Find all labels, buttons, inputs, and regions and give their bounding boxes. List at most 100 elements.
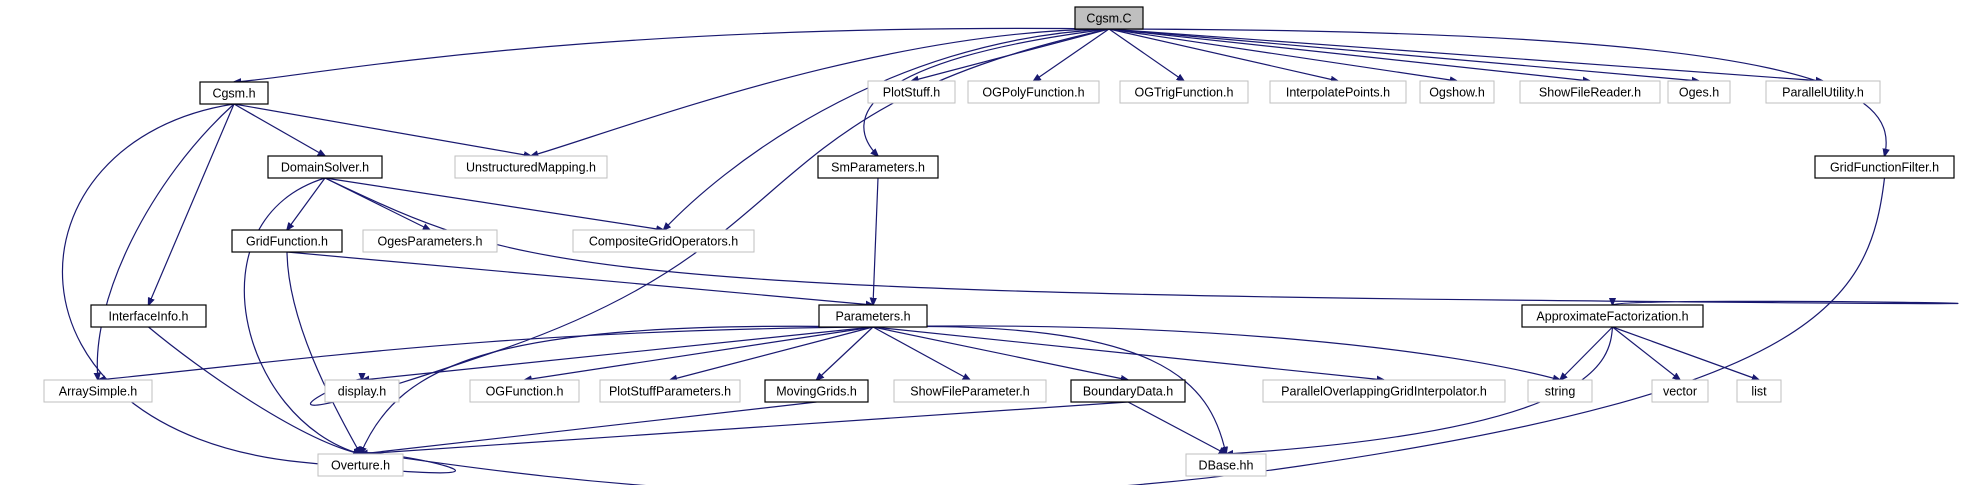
node-box-vector xyxy=(1651,379,1709,403)
edge-parameters-to-overture xyxy=(361,325,874,454)
edge-cgsm_h-to-overture xyxy=(61,103,456,474)
node-label-cgops: CompositeGridOperators.h xyxy=(589,235,738,249)
node-label-gridfunction: GridFunction.h xyxy=(246,235,328,249)
node-box-ogpoly xyxy=(967,80,1100,104)
edge-parameters-to-arraysimple xyxy=(98,326,874,380)
node-label-display: display.h xyxy=(338,385,386,399)
edge-interfaceinfo-to-overture xyxy=(148,326,361,454)
node-box-dbase xyxy=(1185,453,1267,477)
node-label-string: string xyxy=(1545,385,1576,399)
node-approxfact[interactable]: ApproximateFactorization.h xyxy=(1521,304,1704,328)
node-label-ogpoly: OGPolyFunction.h xyxy=(982,86,1084,100)
node-parutil: ParallelUtility.h xyxy=(1765,80,1881,104)
node-label-domainsolver: DomainSolver.h xyxy=(281,161,369,175)
node-label-oges: Oges.h xyxy=(1679,86,1719,100)
edge-cgsm_h-to-interfaceinfo xyxy=(149,103,235,305)
node-label-showfileparam: ShowFileParameter.h xyxy=(910,385,1030,399)
node-box-showfilereader xyxy=(1519,80,1661,104)
edge-parameters-to-dbase xyxy=(872,325,1226,454)
node-box-ogtrig xyxy=(1119,80,1249,104)
node-label-smparams: SmParameters.h xyxy=(831,161,925,175)
node-box-gffilter xyxy=(1814,155,1955,179)
edge-parameters-to-plotstuffparams xyxy=(670,326,874,380)
node-movinggrids[interactable]: MovingGrids.h xyxy=(764,379,869,403)
edge-cgsm_c-to-interp xyxy=(1108,28,1338,81)
edge-domainsolver-to-gridfunction xyxy=(287,177,326,230)
node-label-dbase: DBase.hh xyxy=(1199,459,1254,473)
node-box-gridfunction xyxy=(231,229,343,253)
node-label-parovi: ParallelOverlappingGridInterpolator.h xyxy=(1281,385,1487,399)
node-box-arraysimple xyxy=(43,379,153,403)
node-label-ogesparams: OgesParameters.h xyxy=(378,235,483,249)
node-parameters[interactable]: Parameters.h xyxy=(818,304,928,328)
edge-cgsm_c-to-gffilter xyxy=(1108,28,1886,156)
node-box-cgops xyxy=(572,229,755,253)
edge-parameters-to-parovi xyxy=(872,326,1384,380)
node-layer: Cgsm.CCgsm.hUnstructuredMapping.hPlotStu… xyxy=(43,6,1955,477)
edge-cgsm_h-to-domainsolver xyxy=(233,103,325,156)
node-smparams[interactable]: SmParameters.h xyxy=(817,155,939,179)
node-label-interp: InterpolatePoints.h xyxy=(1286,86,1390,100)
node-box-plotstuff xyxy=(867,80,956,104)
node-box-plotstuffparams xyxy=(599,379,741,403)
node-showfilereader: ShowFileReader.h xyxy=(1519,80,1661,104)
node-label-plotstuff: PlotStuff.h xyxy=(883,86,940,100)
node-plotstuffparams: PlotStuffParameters.h xyxy=(599,379,741,403)
edge-boundarydata-to-overture xyxy=(361,401,1129,454)
node-box-showfileparam xyxy=(893,379,1047,403)
edge-gridfunction-to-parameters xyxy=(286,251,873,305)
node-dbase: DBase.hh xyxy=(1185,453,1267,477)
edge-layer xyxy=(61,27,1959,485)
edge-cgsm_c-to-ogshow xyxy=(1108,28,1457,81)
node-ogfunction: OGFunction.h xyxy=(469,379,580,403)
node-gffilter[interactable]: GridFunctionFilter.h xyxy=(1814,155,1955,179)
node-display: display.h xyxy=(324,379,400,403)
node-parovi: ParallelOverlappingGridInterpolator.h xyxy=(1262,379,1506,403)
node-label-ogfunction: OGFunction.h xyxy=(486,385,564,399)
node-box-interfaceinfo xyxy=(90,304,207,328)
node-interfaceinfo[interactable]: InterfaceInfo.h xyxy=(90,304,207,328)
edge-parameters-to-boundarydata xyxy=(872,326,1128,380)
node-unstructured: UnstructuredMapping.h xyxy=(454,155,608,179)
edge-domainsolver-to-approxfact xyxy=(324,177,1959,305)
edge-cgsm_c-to-cgops xyxy=(664,28,1110,230)
node-box-interp xyxy=(1269,80,1407,104)
edge-cgsm_c-to-display xyxy=(309,28,1110,406)
node-ogshow: Ogshow.h xyxy=(1419,80,1495,104)
node-boundarydata[interactable]: BoundaryData.h xyxy=(1070,379,1186,403)
node-box-list xyxy=(1736,379,1782,403)
node-box-string xyxy=(1527,379,1593,403)
node-label-arraysimple: ArraySimple.h xyxy=(59,385,138,399)
node-cgsm_c: Cgsm.C xyxy=(1074,6,1144,30)
node-box-ogfunction xyxy=(469,379,580,403)
node-ogpoly: OGPolyFunction.h xyxy=(967,80,1100,104)
edge-approxfact-to-vector xyxy=(1612,326,1681,380)
node-cgsm_h[interactable]: Cgsm.h xyxy=(199,81,269,105)
node-box-parovi xyxy=(1262,379,1506,403)
node-label-ogtrig: OGTrigFunction.h xyxy=(1135,86,1234,100)
node-gridfunction[interactable]: GridFunction.h xyxy=(231,229,343,253)
edge-smparams-to-parameters xyxy=(873,177,879,305)
edge-approxfact-to-list xyxy=(1612,326,1760,380)
node-ogtrig: OGTrigFunction.h xyxy=(1119,80,1249,104)
node-box-overture xyxy=(317,453,404,477)
edge-domainsolver-to-cgops xyxy=(324,177,664,230)
node-box-ogshow xyxy=(1419,80,1495,104)
edge-cgsm_c-to-cgsm_h xyxy=(234,27,1110,82)
node-box-parutil xyxy=(1765,80,1881,104)
node-box-smparams xyxy=(817,155,939,179)
node-label-overture: Overture.h xyxy=(331,459,390,473)
node-showfileparam: ShowFileParameter.h xyxy=(893,379,1047,403)
node-plotstuff: PlotStuff.h xyxy=(867,80,956,104)
edge-cgsm_c-to-parutil xyxy=(1108,28,1823,81)
node-label-parameters: Parameters.h xyxy=(835,310,910,324)
edge-parameters-to-showfileparam xyxy=(872,326,970,380)
node-oges: Oges.h xyxy=(1667,80,1731,104)
edge-parameters-to-movinggrids xyxy=(817,326,874,380)
node-box-approxfact xyxy=(1521,304,1704,328)
node-domainsolver[interactable]: DomainSolver.h xyxy=(267,155,383,179)
node-label-plotstuffparams: PlotStuffParameters.h xyxy=(609,385,731,399)
node-box-ogesparams xyxy=(362,229,498,253)
edge-cgsm_h-to-unstructured xyxy=(233,103,531,156)
